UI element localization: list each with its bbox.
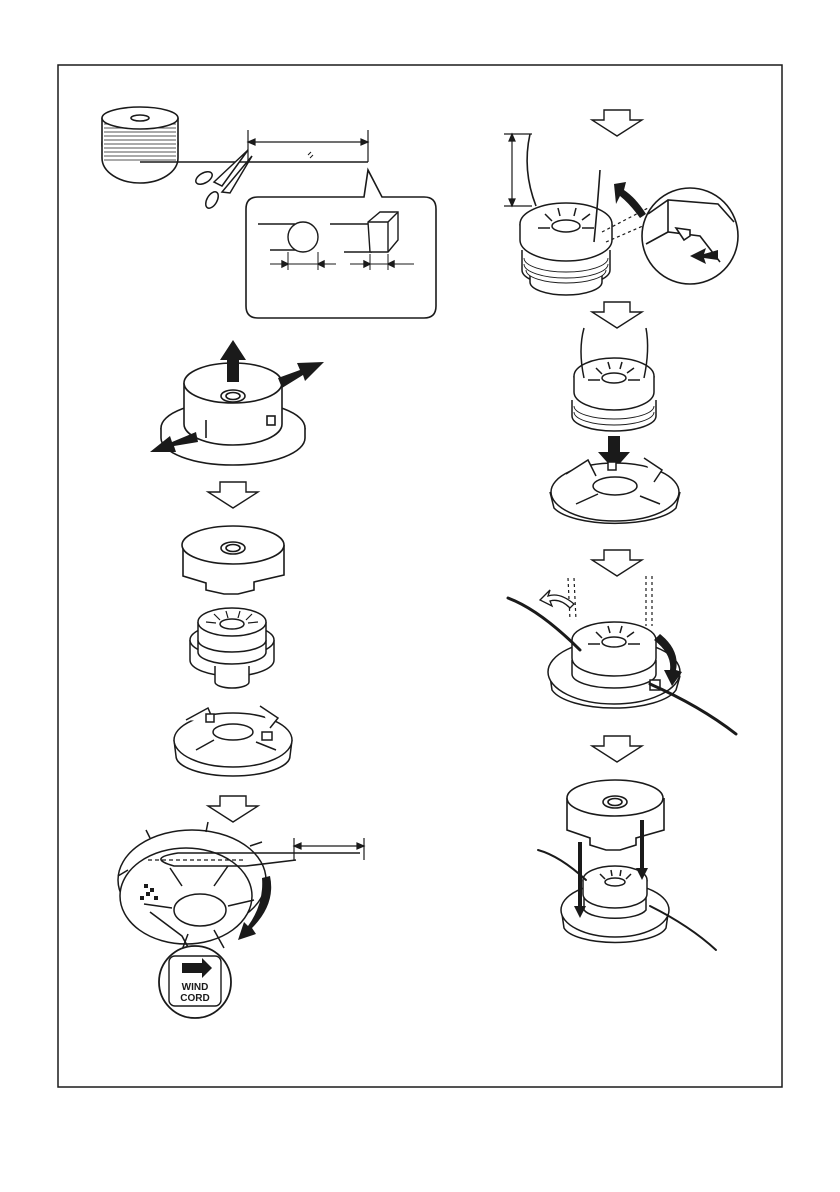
wind-cord-label-line2: CORD <box>180 993 209 1004</box>
spool-insert <box>572 358 656 431</box>
wind-length-dimension <box>294 838 364 860</box>
pulled-cord-right <box>650 684 736 734</box>
cover-removed <box>182 526 284 594</box>
cover-reattach <box>567 780 664 850</box>
cord-end-left <box>527 134 536 206</box>
lift-cord-arrow <box>614 182 646 218</box>
spool <box>190 608 274 688</box>
length-dimension <box>248 130 368 162</box>
wind-cord-badge: WIND CORD <box>159 946 231 1018</box>
wound-spool-ends <box>520 203 612 295</box>
step-arrow-down <box>592 736 642 762</box>
head-base <box>174 706 292 776</box>
assembled-spool-base <box>561 866 669 942</box>
step-arrow-down <box>592 302 642 328</box>
step-arrow-down <box>592 550 642 576</box>
wind-cord-label-line1: WIND <box>182 982 209 993</box>
cord-profile-callout <box>246 170 436 318</box>
step-arrow-down <box>208 482 258 508</box>
step-arrow-down <box>208 796 258 822</box>
cord-spool-illustration <box>102 107 178 183</box>
head-base-right <box>550 458 680 523</box>
dashed-cord-left-2 <box>574 578 576 620</box>
scissors-icon <box>194 150 252 210</box>
step-arrow-down <box>592 110 642 136</box>
slot-detail-magnifier <box>642 188 738 284</box>
press-tab-arrow-right <box>278 362 324 388</box>
